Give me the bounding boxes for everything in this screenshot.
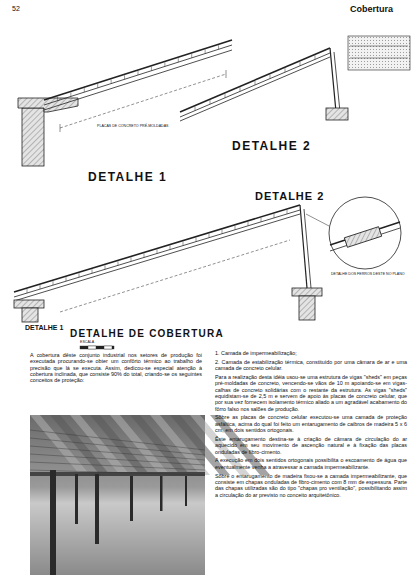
running-head: Cobertura [350, 4, 393, 14]
detail-heading: DETALHE 2 [255, 190, 324, 203]
list-item: 1. Camada de impermeabilização; [215, 350, 407, 356]
detail-heading: DETALHE 1 [24, 324, 64, 332]
scale-label: ESCALA [80, 340, 94, 344]
detail-heading: DETALHE 1 [88, 171, 167, 185]
detail-heading: DETALHE 2 [232, 140, 311, 154]
drawing-heading: DETALHE DE COBERTURA [70, 328, 224, 340]
body-paragraph: Sôbre o entarugamento de madeira fixou-s… [215, 473, 407, 498]
body-paragraph: Êste entarugamento destina-se à criação … [215, 436, 407, 455]
body-paragraph: Sôbre as placas de concreto celular exec… [215, 414, 407, 433]
body-paragraph: Para a realização desta idéia usou-se um… [215, 374, 407, 412]
body-paragraph: A execução em dois sentidos ortogonais p… [215, 457, 407, 470]
text-column: 1. Camada de impermeabilização; 2. Camada… [215, 350, 407, 500]
drawing-note: PLACAS DE CONCRETO PRÉ-MOLDADAS [96, 124, 169, 128]
detail-drawings [14, 36, 410, 349]
list-item: 2. Camada de estabilização térmica, cons… [215, 359, 407, 372]
drawing-note: DETALHE DOS FERROS DESTE NO PLANO [330, 272, 412, 276]
page-number: 52 [12, 5, 20, 13]
body-paragraph: A cobertura dêste conjunto industrial no… [30, 352, 202, 383]
